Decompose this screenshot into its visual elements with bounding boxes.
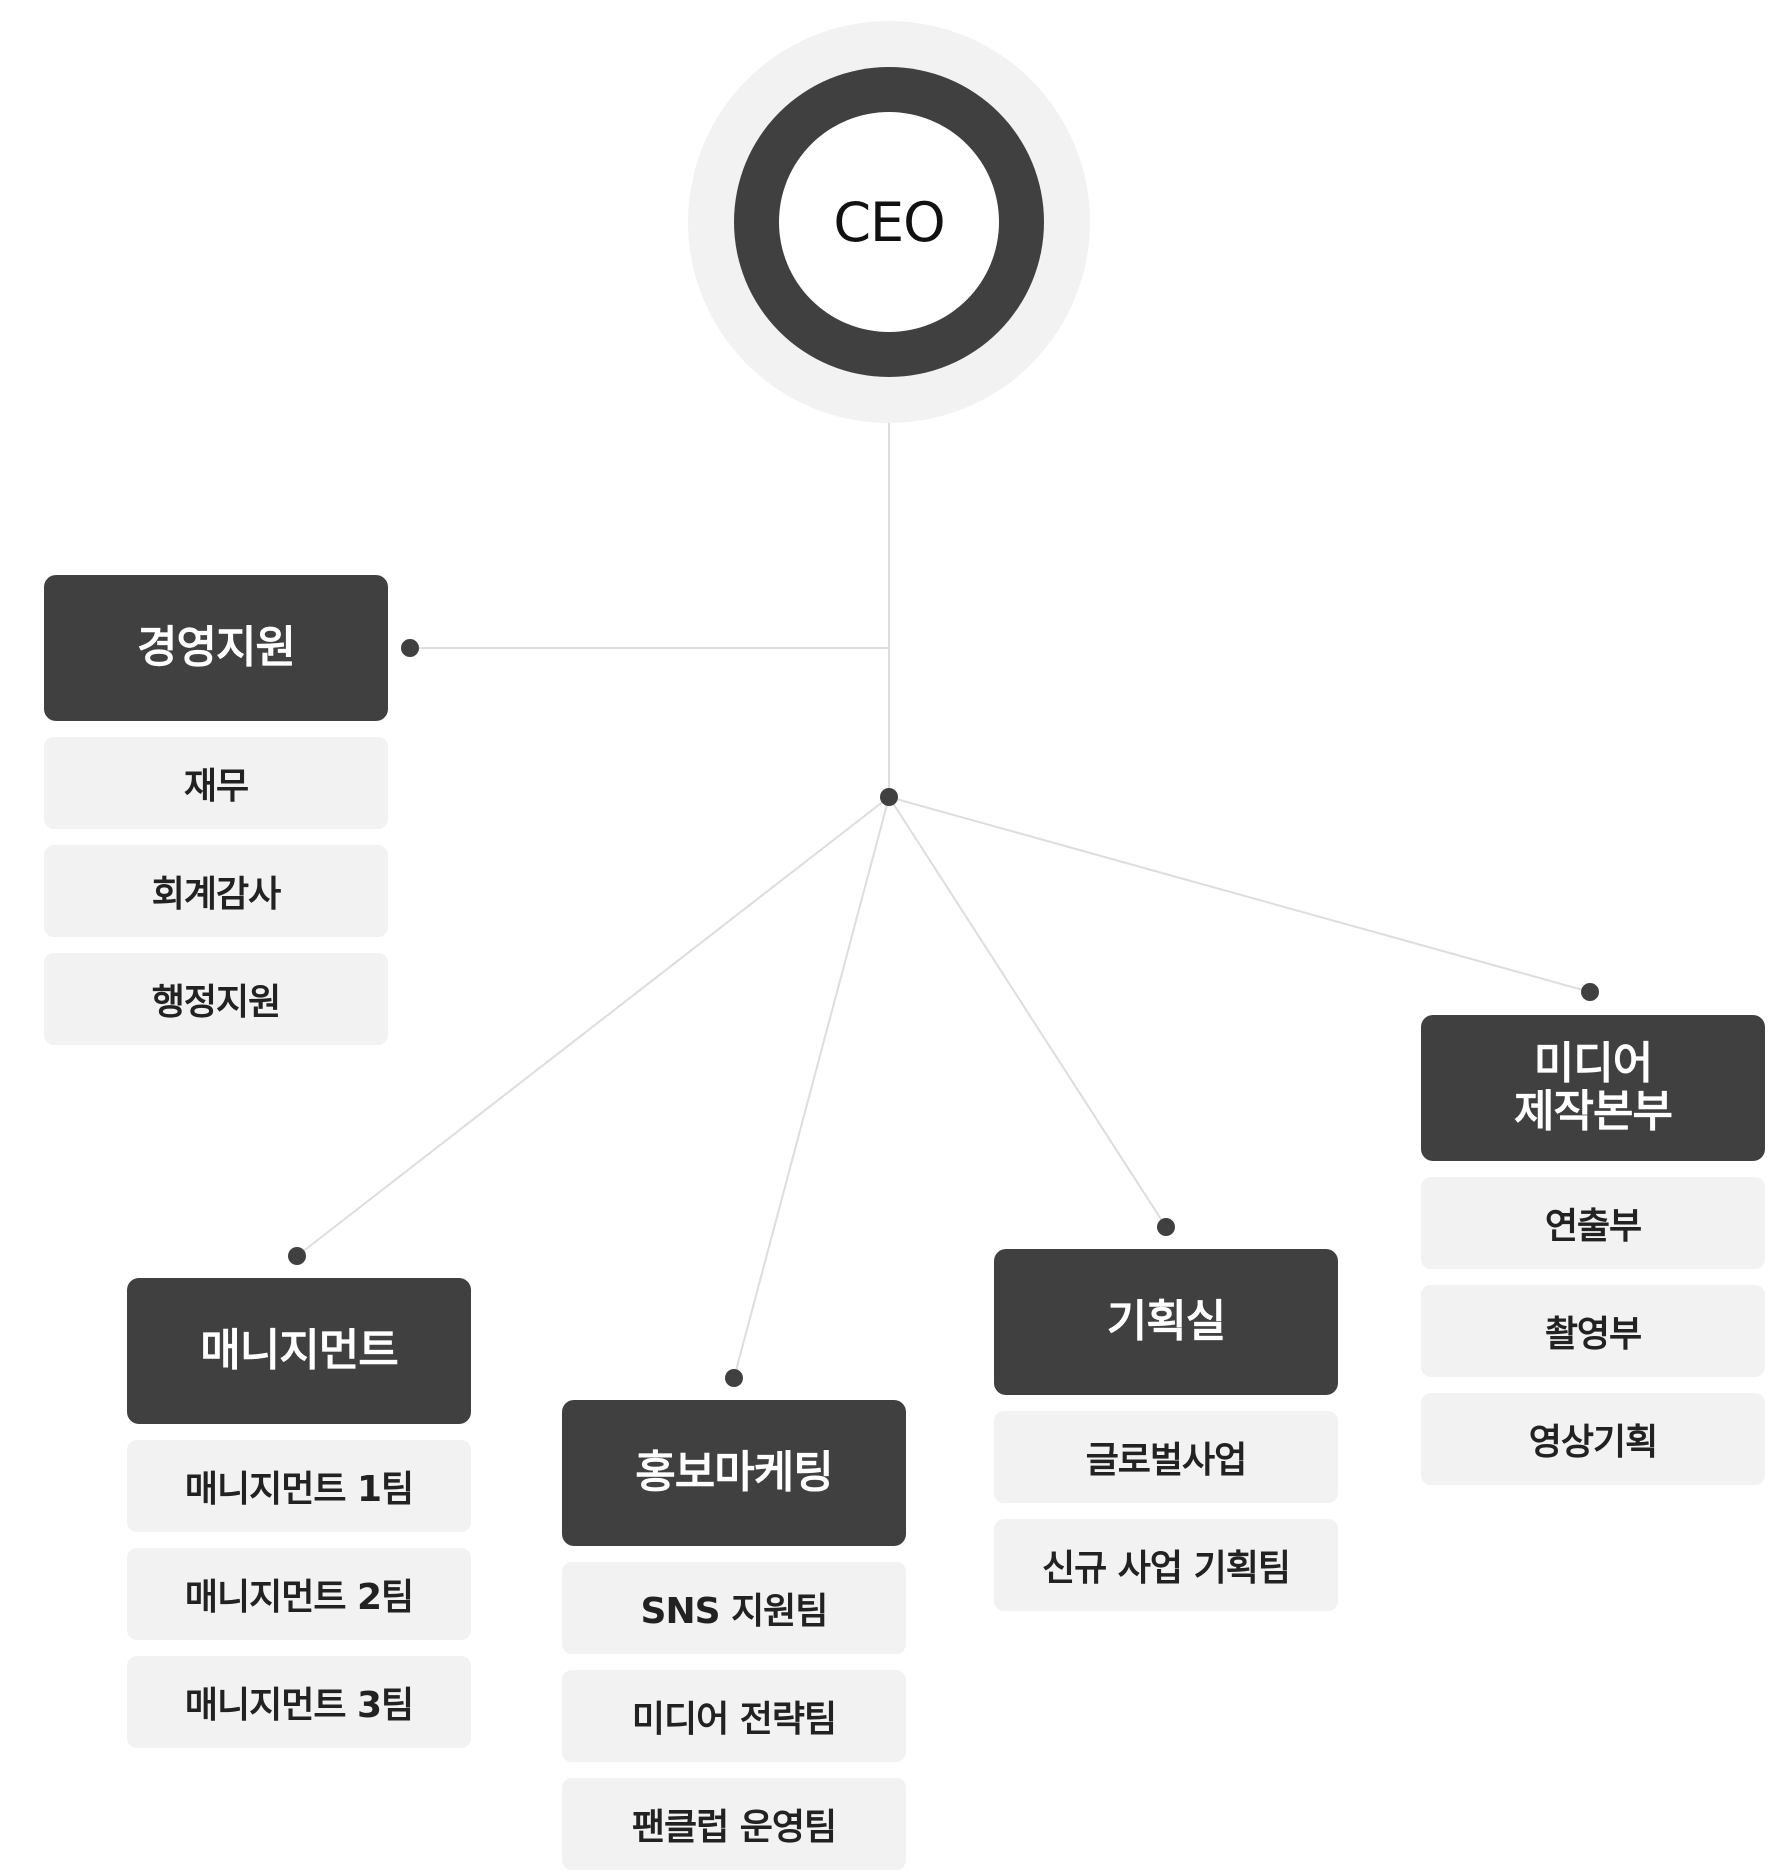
team-item: 연출부 [1421, 1177, 1765, 1269]
connector-node-management-support [401, 639, 419, 657]
connector-management [296, 796, 890, 1257]
dept-title: 매니지먼트 [127, 1278, 471, 1424]
team-item: 매니지먼트 2팀 [127, 1548, 471, 1640]
dept-title: 기획실 [994, 1249, 1338, 1395]
ceo-label: CEO [779, 112, 999, 332]
connector-node-management [288, 1247, 306, 1265]
team-item: 재무 [44, 737, 388, 829]
dept-management: 매니지먼트 매니지먼트 1팀 매니지먼트 2팀 매니지먼트 3팀 [127, 1278, 471, 1748]
ceo-ring: CEO [734, 67, 1044, 377]
dept-management-support: 경영지원 재무 회계감사 행정지원 [44, 575, 388, 1045]
connector-node-hub [880, 788, 898, 806]
dept-media-production: 미디어 제작본부 연출부 촬영부 영상기획 [1421, 1015, 1765, 1485]
dept-title: 미디어 제작본부 [1421, 1015, 1765, 1161]
ceo-node: CEO [688, 21, 1090, 423]
connector-node-pr-marketing [725, 1369, 743, 1387]
team-item: 신규 사업 기획팀 [994, 1519, 1338, 1611]
team-item: 매니지먼트 1팀 [127, 1440, 471, 1532]
connector-planning [888, 796, 1167, 1228]
connector-node-media-production [1581, 983, 1599, 1001]
team-item: SNS 지원팀 [562, 1562, 906, 1654]
team-item: 행정지원 [44, 953, 388, 1045]
team-item: 영상기획 [1421, 1393, 1765, 1485]
dept-title: 홍보마케팅 [562, 1400, 906, 1546]
dept-title: 경영지원 [44, 575, 388, 721]
team-item: 팬클럽 운영팀 [562, 1778, 906, 1870]
team-item: 매니지먼트 3팀 [127, 1656, 471, 1748]
team-list: 매니지먼트 1팀 매니지먼트 2팀 매니지먼트 3팀 [127, 1440, 471, 1748]
connector-node-planning [1157, 1218, 1175, 1236]
connector-media-production [888, 796, 1591, 993]
team-list: 재무 회계감사 행정지원 [44, 737, 388, 1045]
team-item: 회계감사 [44, 845, 388, 937]
team-list: 연출부 촬영부 영상기획 [1421, 1177, 1765, 1485]
team-list: 글로벌사업 신규 사업 기획팀 [994, 1411, 1338, 1611]
dept-planning: 기획실 글로벌사업 신규 사업 기획팀 [994, 1249, 1338, 1611]
team-list: SNS 지원팀 미디어 전략팀 팬클럽 운영팀 [562, 1562, 906, 1870]
dept-pr-marketing: 홍보마케팅 SNS 지원팀 미디어 전략팀 팬클럽 운영팀 [562, 1400, 906, 1870]
team-item: 글로벌사업 [994, 1411, 1338, 1503]
connector-pr-marketing [733, 796, 890, 1379]
team-item: 미디어 전략팀 [562, 1670, 906, 1762]
team-item: 촬영부 [1421, 1285, 1765, 1377]
